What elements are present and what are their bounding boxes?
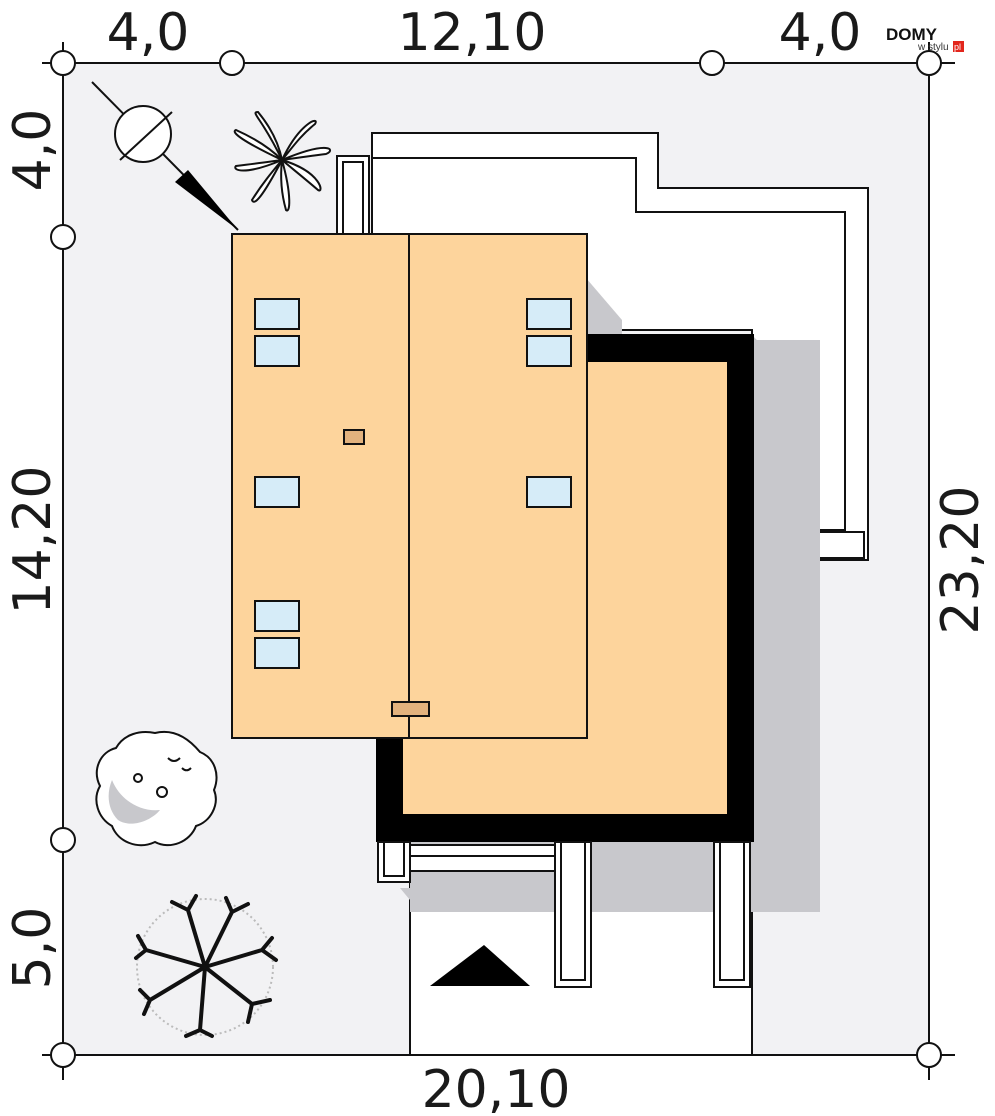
skylight (254, 298, 300, 330)
bare-tree-icon (134, 894, 278, 1038)
chimney (343, 429, 365, 445)
pergola-beam (409, 844, 561, 872)
terrace-inner (372, 157, 846, 531)
dim-top-middle: 12,10 (398, 3, 547, 63)
dim-bottom: 20,10 (422, 1060, 571, 1116)
dim-left-bottom: 5,0 (3, 907, 63, 990)
entrance-triangle-icon (430, 945, 530, 986)
logo-pl-badge (953, 41, 964, 52)
pergola-post-right-inner (719, 841, 745, 981)
pergola-post-middle-inner (560, 841, 586, 981)
top-post-inner (342, 161, 364, 237)
skylights-right (526, 298, 572, 508)
dim-top-left: 4,0 (107, 3, 190, 63)
deciduous-tree-icon (95, 730, 218, 847)
skylight (254, 335, 300, 367)
skylight (254, 476, 300, 508)
skylight (254, 637, 300, 669)
dim-top-right: 4,0 (779, 3, 862, 63)
dimension-markers (50, 50, 942, 1068)
dim-left-top: 4,0 (3, 109, 63, 192)
logo-main: DOMY (886, 25, 938, 44)
logo-suffix: pl (954, 42, 961, 52)
pergola-post-left-inner (383, 841, 405, 877)
skylights-left (254, 298, 300, 669)
roof-shadow (586, 278, 622, 335)
palm-tree-icon (233, 110, 332, 212)
chimney-lower (391, 701, 430, 717)
skylight (254, 600, 300, 632)
logo-sub: stylu (928, 42, 949, 53)
compass-north-icon (91, 81, 239, 231)
skylight (526, 476, 572, 508)
dim-right: 23,20 (931, 486, 991, 635)
dim-left-middle: 14,20 (3, 466, 63, 615)
domy-w-stylu-logo: DOMY w stylu pl (886, 25, 964, 53)
house-shadow-main (752, 340, 820, 912)
logo-sub-prefix: w (917, 42, 926, 53)
skylight (526, 335, 572, 367)
skylight (526, 298, 572, 330)
